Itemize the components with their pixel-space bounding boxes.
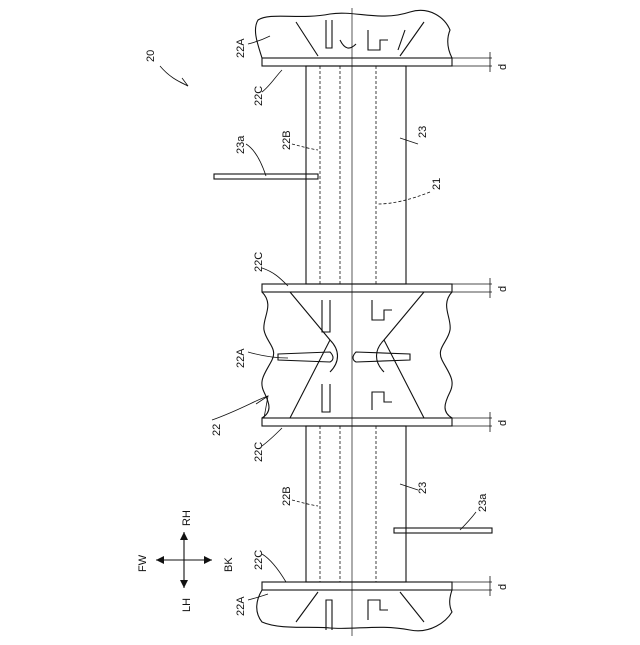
label-22A-top: 22A [235, 38, 247, 58]
label-22B-upper: 22B [281, 130, 293, 150]
label-22C-2: 22C [253, 252, 265, 272]
label-20: 20 [145, 50, 157, 62]
gap-marker-top [452, 52, 492, 72]
label-22C-4: 22C [253, 550, 265, 570]
label-d-3: d [497, 420, 509, 426]
label-22B-lower: 22B [281, 486, 293, 506]
label-22A-bottom: 22A [235, 596, 247, 616]
label-d-4: d [497, 584, 509, 590]
lower-flange-23a [394, 528, 492, 533]
direction-fw: FW [137, 554, 149, 572]
label-23a-lower: 23a [477, 493, 489, 512]
label-21: 21 [431, 178, 443, 190]
label-22C-3: 22C [253, 442, 265, 462]
label-d-2: d [497, 286, 509, 292]
top-rotor-unit [255, 10, 452, 58]
direction-rh: RH [181, 510, 193, 526]
label-22A-mid: 22A [235, 348, 247, 368]
label-d-1: d [497, 64, 509, 70]
gap-marker-lower-mid [452, 412, 492, 432]
bottom-rotor-unit [257, 590, 452, 631]
arrow-up-icon [180, 532, 188, 540]
middle-bottom-plate [262, 418, 452, 426]
gap-marker-bottom [406, 576, 492, 596]
top-plate [262, 58, 452, 66]
arrow-left-icon [156, 556, 164, 564]
label-22C-1: 22C [253, 86, 265, 106]
label-23a-upper: 23a [235, 135, 247, 154]
label-22: 22 [211, 424, 223, 436]
arrow-right-icon [204, 556, 212, 564]
direction-indicator [156, 532, 212, 588]
direction-bk: BK [223, 557, 235, 572]
arrow-down-icon [180, 580, 188, 588]
middle-rotor-unit [262, 292, 452, 418]
label-23-upper: 23 [417, 126, 429, 138]
middle-top-plate [262, 284, 452, 292]
upper-spacer [306, 66, 406, 284]
label-23-lower: 23 [417, 482, 429, 494]
direction-lh: LH [181, 598, 193, 612]
lower-spacer [306, 426, 406, 582]
bottom-plate [262, 582, 452, 590]
